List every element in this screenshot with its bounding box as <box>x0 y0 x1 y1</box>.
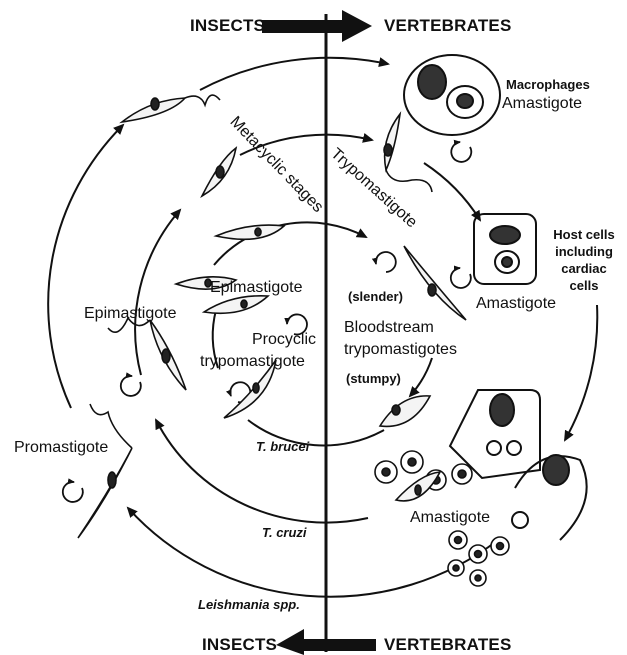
label-stumpy: (stumpy) <box>346 372 401 385</box>
label-promastigote: Promastigote <box>14 440 108 456</box>
top-direction-arrow <box>262 10 372 42</box>
header-vertebrates-bottom: VERTEBRATES <box>384 636 512 653</box>
header-insects-bottom: INSECTS <box>202 636 277 653</box>
label-amastigote-host: Amastigote <box>476 296 556 312</box>
macrophage-cell <box>404 55 500 135</box>
header-vertebrates-top: VERTEBRATES <box>384 17 512 34</box>
host-cell <box>474 214 536 284</box>
label-amastigote-macrophage: Amastigote <box>502 96 582 112</box>
label-epimastigote-outer: Epimastigote <box>84 306 177 322</box>
label-epimastigote-inner: Epimastigote <box>210 280 303 296</box>
label-host-cells: Host cells including cardiac cells <box>548 226 620 294</box>
header-insects-top: INSECTS <box>190 17 265 34</box>
label-slender: (slender) <box>348 290 403 303</box>
ruptured-cell <box>512 455 587 540</box>
label-leishmania: Leishmania spp. <box>198 598 300 611</box>
label-bloodstream: Bloodstream <box>344 320 434 336</box>
label-procyclic: Procyclic <box>252 332 316 348</box>
label-amastigote-lower: Amastigote <box>410 510 490 526</box>
label-t-brucei: T. brucei <box>256 440 309 453</box>
label-t-cruzi: T. cruzi <box>262 526 307 539</box>
label-procyclic-trypomastigote: trypomastigote <box>200 354 305 370</box>
label-macrophages: Macrophages <box>506 78 590 91</box>
label-trypomastigotes: trypomastigotes <box>344 342 457 358</box>
